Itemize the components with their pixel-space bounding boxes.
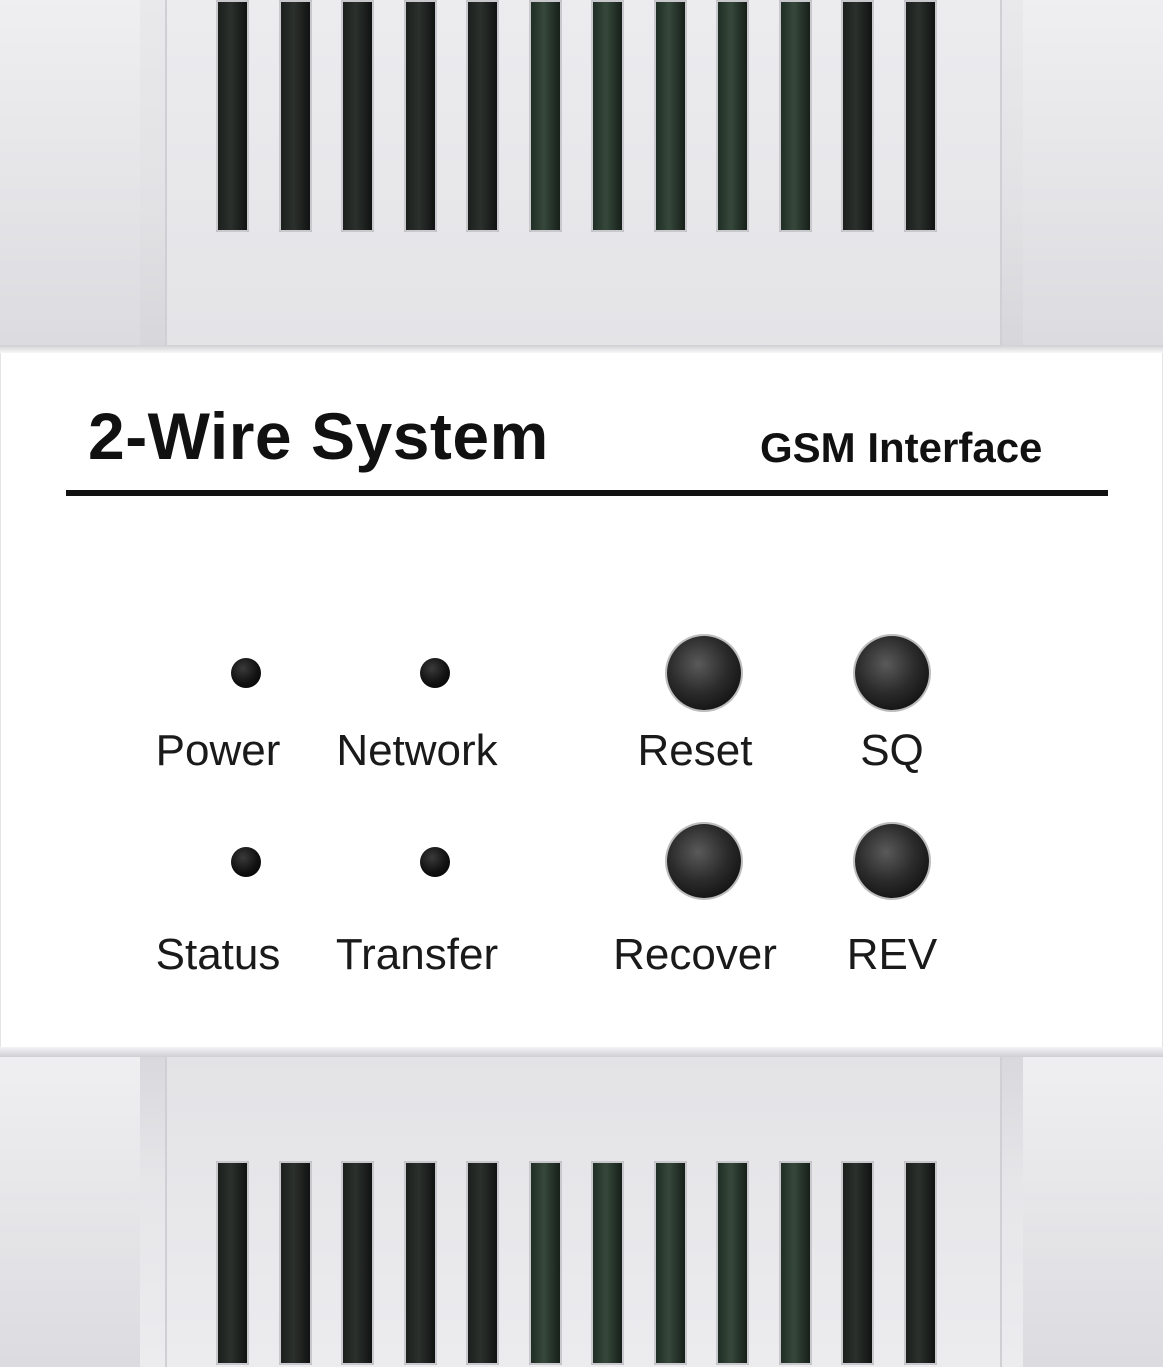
vent-slot — [903, 1161, 937, 1365]
vent-slot — [278, 1161, 312, 1365]
vent-slot — [466, 0, 499, 232]
product-title: 2-Wire System — [88, 399, 549, 473]
left-shoulder — [0, 1057, 140, 1367]
vent-slot — [841, 0, 874, 232]
network-led-icon — [420, 658, 450, 688]
right-shoulder — [1023, 0, 1163, 345]
vent-slot — [591, 1161, 624, 1365]
vent-slot — [653, 1161, 687, 1365]
panel-top-edge — [0, 345, 1163, 353]
vent-slot — [716, 0, 749, 232]
rev-button-label: REV — [846, 930, 938, 979]
vent-slot — [716, 1161, 749, 1365]
vent-slot — [841, 1161, 874, 1365]
bottom-housing — [0, 1057, 1163, 1367]
vent-slot — [216, 0, 249, 232]
network-led-label: Network — [336, 726, 498, 775]
rev-button[interactable] — [855, 824, 929, 898]
left-shoulder — [0, 0, 140, 345]
vent-slot — [466, 1161, 499, 1365]
title-divider — [66, 490, 1108, 496]
vent-slot — [528, 1161, 562, 1365]
vent-slot — [778, 0, 812, 232]
right-shoulder — [1023, 1057, 1163, 1367]
reset-button[interactable] — [667, 636, 741, 710]
power-led-icon — [231, 658, 261, 688]
status-led-label: Status — [155, 930, 281, 979]
panel-bottom-edge — [0, 1047, 1163, 1057]
product-subtitle: GSM Interface — [760, 424, 1043, 471]
vent-slot — [778, 1161, 812, 1365]
vent-slot — [528, 0, 562, 232]
sq-button-label: SQ — [860, 726, 924, 775]
vent-slot — [903, 0, 937, 232]
transfer-led-label: Transfer — [335, 930, 499, 979]
vent-slot — [403, 0, 437, 232]
status-led-icon — [231, 847, 261, 877]
recover-button[interactable] — [667, 824, 741, 898]
vent-slot — [403, 1161, 437, 1365]
power-led-label: Power — [155, 726, 281, 775]
top-housing — [0, 0, 1163, 345]
vent-slot — [591, 0, 624, 232]
vent-slot — [341, 1161, 374, 1365]
reset-button-label: Reset — [637, 726, 753, 775]
vent-slot — [216, 1161, 249, 1365]
transfer-led-icon — [420, 847, 450, 877]
front-panel — [0, 345, 1163, 1055]
vent-slot — [341, 0, 374, 232]
sq-button[interactable] — [855, 636, 929, 710]
vent-slot — [653, 0, 687, 232]
recover-button-label: Recover — [613, 930, 777, 979]
vent-slot — [278, 0, 312, 232]
